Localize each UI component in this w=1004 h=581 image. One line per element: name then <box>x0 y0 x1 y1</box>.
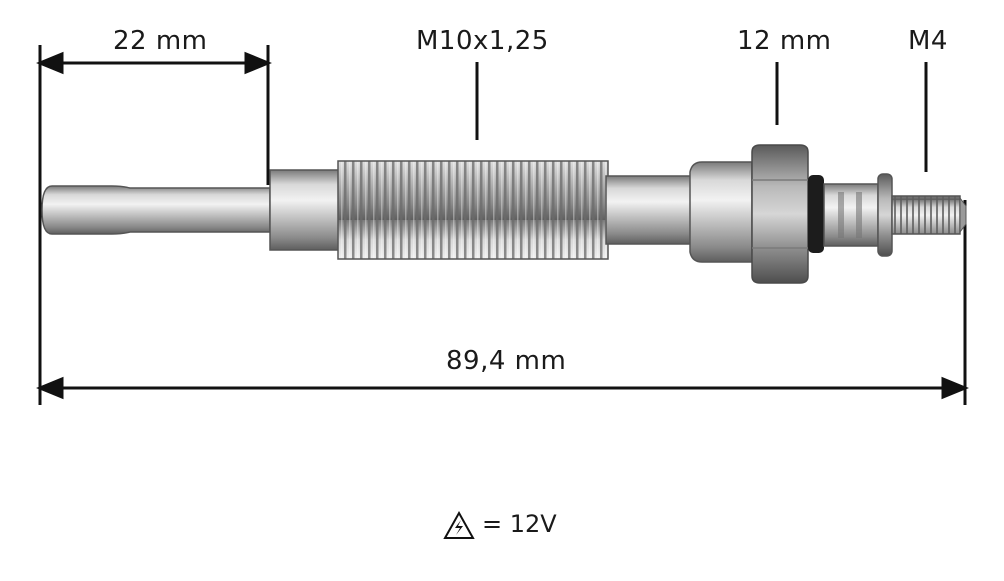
voltage-rating: = 12V <box>444 510 557 538</box>
voltage-text: = 12V <box>482 510 557 538</box>
thread-size-label: M10x1,25 <box>416 26 549 56</box>
total-length-arrow-right <box>941 376 969 400</box>
terminal-flange <box>877 173 893 257</box>
terminal-body <box>823 183 879 247</box>
heater-tip <box>41 185 271 235</box>
glow-plug <box>41 144 967 284</box>
terminal-thread-label: M4 <box>908 26 948 56</box>
seal-ring <box>808 175 824 253</box>
warning-high-voltage-icon <box>443 510 475 539</box>
terminal-thread <box>891 195 961 235</box>
dimension-lines <box>36 45 969 405</box>
total-length-arrow-left <box>36 376 64 400</box>
tip-collar <box>269 169 341 251</box>
main-thread <box>337 160 609 260</box>
hex-nut <box>751 144 809 284</box>
tip-length-arrow-right <box>244 51 272 75</box>
shank <box>605 175 697 245</box>
hex-base <box>689 161 753 263</box>
hex-size-label: 12 mm <box>737 26 832 56</box>
total-length-label: 89,4 mm <box>446 346 567 376</box>
voltage-icon-spacer <box>444 510 476 538</box>
tip-length-arrow-left <box>36 51 64 75</box>
tip-length-label: 22 mm <box>113 26 208 56</box>
